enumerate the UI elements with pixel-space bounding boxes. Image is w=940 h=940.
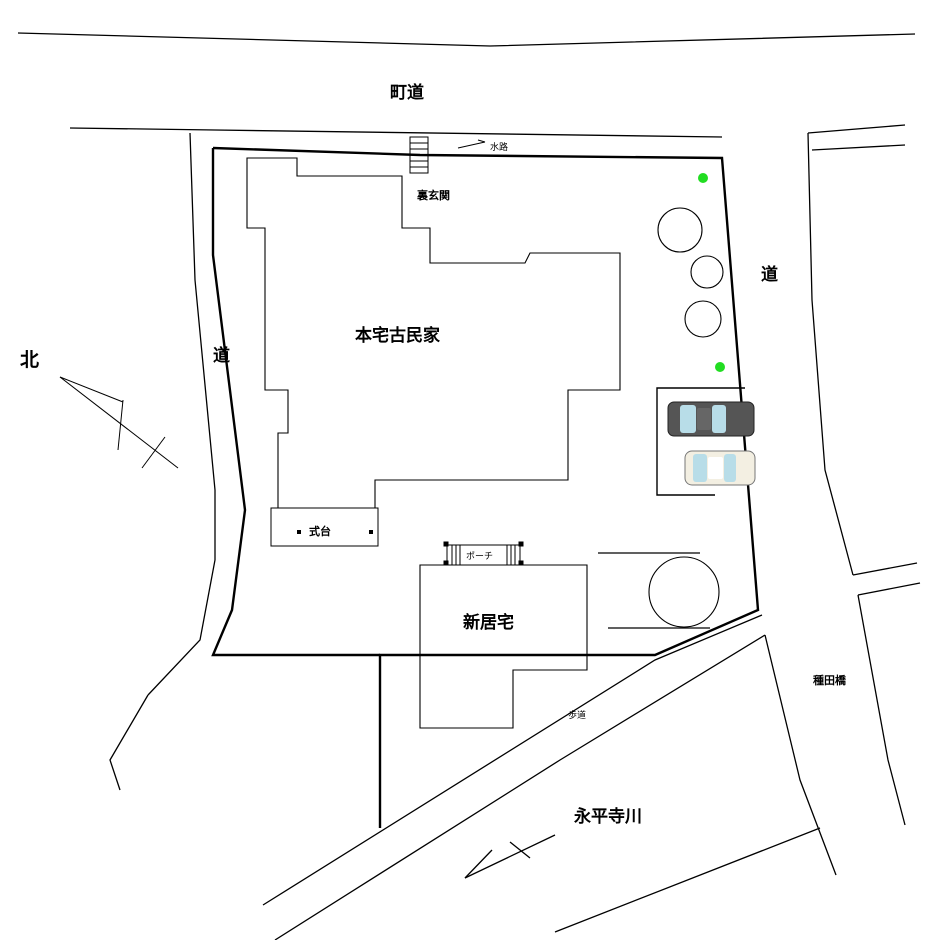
new-house-label: 新居宅	[463, 612, 514, 633]
bridge-rail-right	[857, 594, 906, 826]
town-road-label: 町道	[390, 82, 424, 103]
right-road-top-edge	[807, 124, 906, 134]
back-entrance-label: 裏玄関	[416, 188, 450, 202]
tree-large	[657, 207, 703, 253]
property-boundary	[211, 146, 760, 828]
sidewalk-label: 歩道	[568, 709, 586, 721]
river-flow-head	[464, 849, 493, 879]
tree-small	[690, 255, 724, 289]
shikidai-label: 式台	[309, 524, 331, 538]
shikidai	[270, 507, 379, 547]
trees	[648, 207, 724, 628]
bridge-label: 種田橋	[813, 673, 847, 687]
town-road-top-edge	[17, 32, 916, 47]
car-dark	[667, 401, 755, 437]
road-right-label: 道	[761, 264, 778, 285]
bridge-line-right-a	[852, 562, 918, 576]
north-label: 北	[20, 349, 39, 371]
parking-bracket	[656, 387, 745, 496]
left-lower-line	[109, 694, 149, 791]
tree-medium	[684, 300, 722, 338]
town-road-bottom-edge	[69, 127, 723, 138]
sidewalk-lower-line	[274, 634, 766, 940]
bridge-rail-left	[764, 634, 837, 876]
tree-dot-top	[698, 173, 708, 183]
car-light	[684, 450, 756, 486]
sidewalk-upper-line	[262, 614, 763, 906]
main-house-label: 本宅古民家	[355, 325, 440, 346]
porch	[443, 541, 524, 566]
river-flow-arrow	[464, 834, 556, 879]
new-house-outline	[419, 564, 588, 729]
tree-bracket	[598, 552, 710, 629]
river-label: 永平寺川	[573, 806, 642, 827]
river-flow-tick	[509, 841, 531, 859]
tree-dot-mid	[715, 362, 725, 372]
tree-big-bottom	[648, 556, 720, 628]
left-road-outer-edge	[147, 132, 216, 696]
porch-label: ポーチ	[466, 551, 493, 562]
back-stairs	[409, 136, 429, 174]
road-left-label: 道	[213, 345, 230, 366]
bridge-line-right-b	[857, 582, 921, 596]
right-road-step-edge	[811, 144, 906, 151]
road-lines	[17, 32, 921, 940]
river-bank-line	[554, 827, 821, 933]
right-road-inner-edge	[807, 132, 854, 576]
waterway-label: 水路	[490, 141, 508, 153]
waterway-marker	[457, 139, 486, 149]
north-arrow	[59, 376, 179, 469]
main-house-outline	[246, 157, 621, 509]
